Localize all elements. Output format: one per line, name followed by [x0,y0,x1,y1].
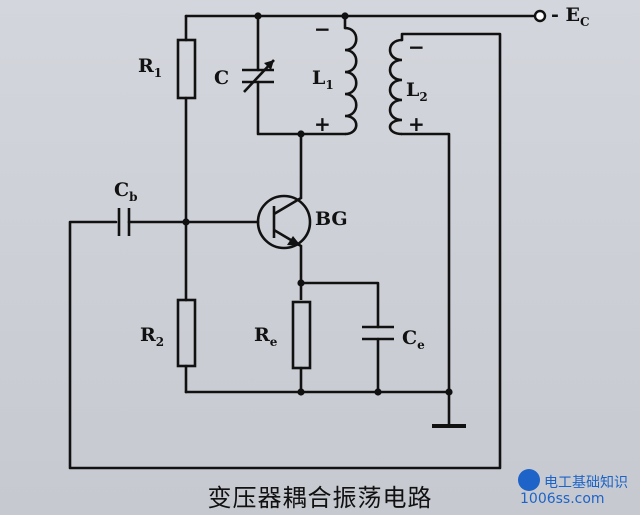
watermark-logo-icon [518,469,540,491]
resistor-r2 [176,298,197,394]
figure-caption: 变压器耦合振荡电路 [207,484,433,512]
site-watermark: 电工基础知识 1006ss.com [518,467,634,511]
inductor-l2 [68,32,502,470]
label-r2: R2 [140,324,164,349]
inductor-l1 [343,14,358,136]
label-cb: Cb [114,179,138,204]
tank-circuit [242,14,358,138]
label-bg: BG [315,208,348,230]
watermark-line2: 1006ss.com [520,491,605,507]
transistor-bg [256,134,312,300]
label-supply-ec: - EC [551,4,590,29]
top-supply-rail [184,9,547,23]
emitter-network [291,279,394,394]
l1-top-polarity: − [314,17,331,41]
capacitor-c [242,59,275,93]
l2-top-polarity: − [408,35,425,59]
resistor-r1 [176,14,197,302]
l2-bottom-polarity: + [408,112,425,136]
l1-bottom-polarity: + [314,112,331,136]
label-c: C [214,67,229,89]
resistor-re [291,300,312,394]
capacitor-ce [362,325,394,394]
label-ce: Ce [402,327,425,352]
capacitor-cb [117,208,260,236]
label-l2: L2 [406,79,428,104]
label-r1: R1 [138,55,162,80]
label-re: Re [254,324,278,349]
watermark-line1: 电工基础知识 [544,475,628,491]
ground-rail [184,388,466,428]
label-l1: L1 [312,67,334,92]
